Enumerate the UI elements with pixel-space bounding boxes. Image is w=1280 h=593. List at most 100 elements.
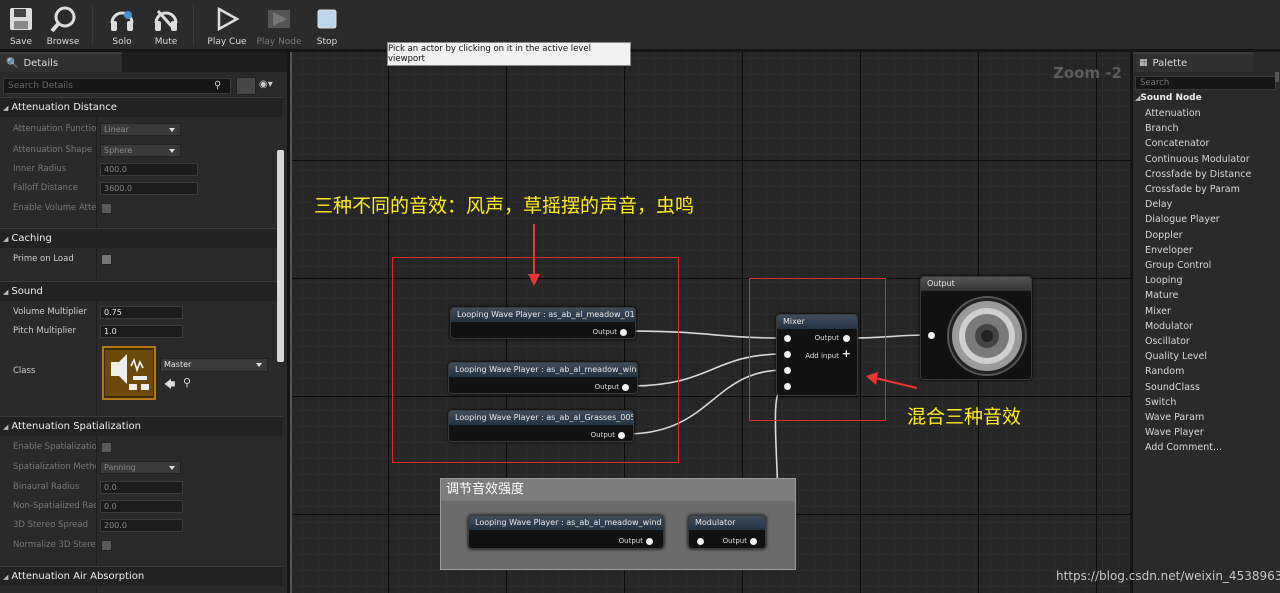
row-label: 3D Stereo Spread [13, 520, 88, 530]
normalize-stereo-checkbox[interactable] [101, 540, 112, 551]
collapse-triangle-icon: ◢ [3, 287, 9, 296]
section-attenuation-distance[interactable]: ◢Attenuation Distance [0, 97, 283, 117]
palette-item[interactable]: Random [1145, 366, 1185, 378]
palette-scrollbar[interactable] [1275, 72, 1279, 82]
node-looping-wave-player-2[interactable]: Looping Wave Player : as_ab_al_meadow_wi… [448, 362, 638, 394]
palette-item[interactable]: Continuous Modulator [1145, 153, 1250, 165]
row-label: Attenuation Shape [13, 145, 93, 155]
palette-item[interactable]: Looping [1145, 275, 1183, 287]
toolbar-separator [92, 4, 93, 46]
node-looping-wave-player-1[interactable]: Looping Wave Player : as_ab_al_meadow_01… [450, 307, 636, 339]
palette-item[interactable]: Mixer [1145, 305, 1171, 317]
details-tab[interactable]: 🔍 Details [0, 52, 122, 72]
output-pin[interactable] [618, 432, 625, 439]
details-search-input[interactable]: Search Details [3, 78, 231, 94]
collapse-triangle-icon: ◢ [1135, 94, 1141, 102]
non-spatialized-radius-field[interactable]: 0.0 [100, 500, 183, 513]
palette-item[interactable]: Wave Param [1145, 412, 1205, 423]
save-button[interactable]: Save [4, 0, 38, 50]
inner-radius-field[interactable]: 400.0 [100, 163, 198, 176]
palette-tab[interactable]: ▦ Palette [1133, 52, 1253, 72]
spatialization-method-dropdown[interactable]: Panning [100, 461, 181, 474]
search-icon[interactable]: ⚲ [214, 80, 222, 91]
palette-item[interactable]: Switch [1145, 396, 1177, 408]
section-attenuation-spatialization[interactable]: ◢Attenuation Spatialization [0, 416, 283, 436]
palette-item[interactable]: Doppler [1145, 229, 1183, 241]
section-attenuation-air-absorption[interactable]: ◢Attenuation Air Absorption [0, 566, 283, 586]
play-node-button[interactable]: Play Node [256, 0, 302, 50]
attenuation-shape-dropdown[interactable]: Sphere [100, 144, 181, 157]
output-pin[interactable] [646, 538, 653, 545]
palette-item[interactable]: Oscillator [1145, 336, 1190, 347]
volume-multiplier-field[interactable]: 0.75 [100, 306, 183, 319]
palette-item[interactable]: Group Control [1145, 260, 1212, 271]
mute-button[interactable]: Mute [148, 0, 184, 50]
palette-category[interactable]: ◢Sound Node [1135, 93, 1202, 103]
output-pin[interactable] [750, 538, 757, 545]
node-looping-wave-player-3[interactable]: Looping Wave Player : as_ab_al_Grasses_0… [448, 410, 634, 442]
output-input-pin[interactable] [928, 332, 935, 339]
mute-icon [151, 3, 181, 35]
palette-item[interactable]: Quality Level [1145, 351, 1208, 363]
node-modulator[interactable]: Modulator Output [688, 515, 766, 549]
node-mixer[interactable]: Mixer Output Add input + [776, 314, 858, 396]
mixer-input-pin[interactable] [784, 351, 791, 358]
output-pin[interactable] [843, 335, 850, 342]
palette-item[interactable]: Dialogue Player [1145, 214, 1220, 226]
palette-item[interactable]: Delay [1145, 199, 1173, 211]
row-prime-on-load: Prime on Load [0, 250, 283, 269]
eye-icon[interactable]: ◉▾ [259, 79, 273, 90]
browse-magnifier-icon[interactable]: ⚲ [183, 376, 192, 389]
palette-item[interactable]: Wave Player [1145, 427, 1204, 439]
output-pin[interactable] [622, 384, 629, 391]
palette-item[interactable]: Branch [1145, 123, 1179, 135]
comment-title: 调节音效强度 [441, 479, 795, 501]
browse-button[interactable]: Browse [44, 0, 82, 50]
palette-item[interactable]: Enveloper [1145, 244, 1193, 256]
sound-cue-graph[interactable]: Zoom -2 调节音效强度 三种不同的音效：风声，草摇摆的声音，虫鸣 混合三种… [290, 52, 1130, 593]
palette-item[interactable]: Concatenator [1145, 138, 1210, 150]
section-sound[interactable]: ◢Sound [0, 281, 283, 301]
section-caching[interactable]: ◢Caching [0, 228, 283, 248]
node-looping-wave-player-4[interactable]: Looping Wave Player : as_ab_al_meadow_wi… [468, 515, 664, 549]
enable-volume-checkbox[interactable] [101, 203, 112, 214]
section-label: Caching [11, 233, 52, 244]
output-pin-label: Output [618, 537, 643, 545]
stereo-spread-field[interactable]: 200.0 [100, 519, 183, 532]
palette-search-input[interactable]: Search [1135, 76, 1276, 90]
collapse-triangle-icon: ◢ [3, 422, 9, 431]
input-pin[interactable] [697, 538, 704, 545]
solo-button[interactable]: Solo [104, 0, 140, 50]
output-pin[interactable] [620, 329, 627, 336]
annotation-mix: 混合三种音效 [907, 406, 1022, 428]
palette-item[interactable]: Add Comment... [1145, 442, 1223, 454]
class-dropdown[interactable]: Master [160, 358, 268, 372]
plus-icon[interactable]: + [841, 347, 851, 360]
palette-item[interactable]: SoundClass [1145, 381, 1200, 393]
row-label: Volume Multiplier [13, 307, 87, 317]
sound-class-thumbnail[interactable] [102, 346, 156, 400]
details-scrollbar[interactable] [277, 150, 284, 362]
binaural-radius-field[interactable]: 0.0 [100, 481, 183, 494]
palette-item[interactable]: Attenuation [1145, 108, 1201, 119]
use-selected-arrow-icon[interactable]: 🡄 [164, 378, 176, 391]
prime-on-load-checkbox[interactable] [101, 254, 112, 265]
node-output[interactable]: Output [920, 276, 1032, 380]
mixer-input-pin[interactable] [784, 335, 791, 342]
row-label: Class [13, 366, 36, 376]
row-label: Attenuation Function [13, 124, 96, 134]
palette-item[interactable]: Crossfade by Distance [1145, 168, 1252, 180]
attenuation-function-dropdown[interactable]: Linear [100, 123, 181, 136]
palette-item[interactable]: Crossfade by Param [1145, 184, 1240, 195]
view-options-grid-icon[interactable] [236, 77, 256, 95]
output-pin-label: Output [594, 383, 619, 391]
mixer-input-pin[interactable] [784, 367, 791, 374]
falloff-distance-field[interactable]: 3600.0 [100, 182, 198, 195]
palette-item[interactable]: Mature [1145, 290, 1179, 302]
stop-button[interactable]: Stop [312, 0, 342, 50]
palette-item[interactable]: Modulator [1145, 320, 1193, 332]
play-cue-button[interactable]: Play Cue [206, 0, 248, 50]
enable-spatialization-checkbox[interactable] [101, 442, 112, 453]
pitch-multiplier-field[interactable]: 1.0 [100, 325, 183, 338]
mixer-input-pin[interactable] [784, 383, 791, 390]
